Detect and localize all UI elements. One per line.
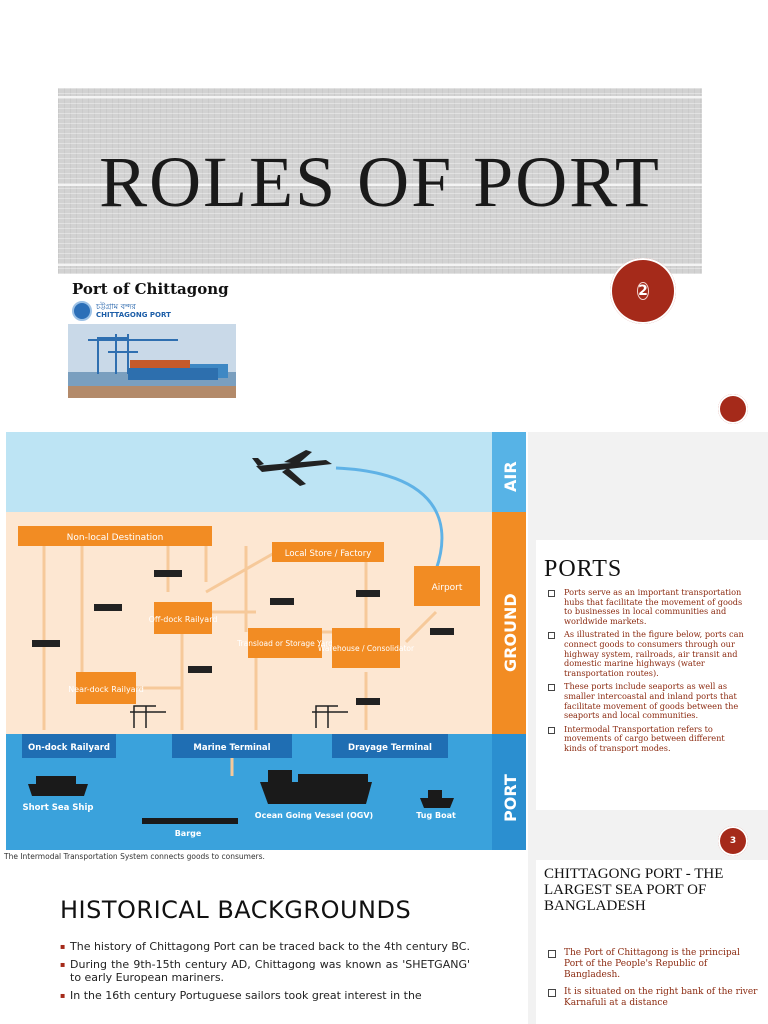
svg-text:Non-local Destination: Non-local Destination xyxy=(67,533,164,543)
logo-bangla-text: চট্টগ্রাম বন্দর xyxy=(96,302,136,311)
list-item: Ports serve as an important transportati… xyxy=(548,587,748,626)
svg-text:Near-dock Railyard: Near-dock Railyard xyxy=(68,685,144,694)
svg-text:Barge: Barge xyxy=(175,829,202,838)
historical-bullet-list: The history of Chittagong Port can be tr… xyxy=(60,940,470,1006)
list-item: During the 9th-15th century AD, Chittago… xyxy=(60,958,470,985)
node-on-dock: On-dock Railyard xyxy=(22,734,116,758)
list-item: The Port of Chittagong is the principal … xyxy=(548,948,758,981)
svg-text:Transload or Storage Yard: Transload or Storage Yard xyxy=(236,639,333,648)
node-local-store: Local Store / Factory xyxy=(272,542,384,562)
port-photo xyxy=(68,324,236,398)
chittagong-heading: CHITTAGONG PORT - THE LARGEST SEA PORT O… xyxy=(544,866,724,914)
intermodal-diagram: AIR GROUND PORT xyxy=(6,432,526,850)
svg-text:Tug Boat: Tug Boat xyxy=(416,811,456,820)
node-warehouse: Warehouse / Consolidator xyxy=(318,628,415,668)
svg-text:On-dock Railyard: On-dock Railyard xyxy=(28,743,110,753)
svg-text:Off-dock Railyard: Off-dock Railyard xyxy=(149,615,218,624)
svg-text:Drayage Terminal: Drayage Terminal xyxy=(348,743,432,753)
svg-text:Short Sea Ship: Short Sea Ship xyxy=(23,803,94,813)
slide-title: ROLES OF PORT xyxy=(99,142,661,222)
ports-bullet-list: Ports serve as an important transportati… xyxy=(548,587,748,758)
svg-text:Warehouse / Consolidator: Warehouse / Consolidator xyxy=(318,644,415,653)
svg-text:Ocean Going Vessel (OGV): Ocean Going Vessel (OGV) xyxy=(255,811,373,820)
slide-number-badge: 2 xyxy=(610,258,676,324)
logo-name-text: CHITTAGONG PORT xyxy=(96,311,171,319)
banner-divider xyxy=(58,184,702,186)
banner-divider xyxy=(58,264,702,266)
banner-divider xyxy=(58,96,702,98)
port-label: Port of Chittagong xyxy=(72,280,229,298)
airplane-icon xyxy=(252,450,332,486)
list-item: In the 16th century Portuguese sailors t… xyxy=(60,989,470,1003)
node-airport: Airport xyxy=(414,566,480,606)
slide-dot-icon xyxy=(718,394,748,424)
diagram-caption: The Intermodal Transportation System con… xyxy=(4,852,265,861)
band-ground: GROUND xyxy=(501,593,520,672)
chittagong-bullet-list: The Port of Chittagong is the principal … xyxy=(548,948,758,1015)
list-item: The history of Chittagong Port can be tr… xyxy=(60,940,470,954)
node-marine: Marine Terminal xyxy=(172,734,292,758)
slide-number-badge: 3 xyxy=(718,826,748,856)
ports-heading: PORTS xyxy=(544,556,623,582)
list-item: Intermodal Transportation refers to move… xyxy=(548,724,748,754)
svg-text:Airport: Airport xyxy=(432,583,463,593)
truck-icons xyxy=(32,570,454,705)
port-logo-icon xyxy=(72,301,92,321)
node-near-dock: Near-dock Railyard xyxy=(68,672,144,704)
ogv-icon xyxy=(260,770,372,804)
crane-icons xyxy=(130,705,348,728)
tug-boat-icon xyxy=(420,790,454,808)
svg-text:Marine Terminal: Marine Terminal xyxy=(193,743,270,753)
node-transload: Transload or Storage Yard xyxy=(236,628,333,658)
short-sea-ship-icon xyxy=(28,776,88,796)
band-air: AIR xyxy=(501,461,520,492)
chittagong-slide xyxy=(536,860,768,1024)
node-non-local: Non-local Destination xyxy=(18,526,212,546)
historical-heading: HISTORICAL BACKGROUNDS xyxy=(60,896,412,924)
barge-icon xyxy=(142,818,238,824)
slide-number: 2 xyxy=(637,282,649,300)
title-banner xyxy=(58,88,702,274)
svg-text:Local Store / Factory: Local Store / Factory xyxy=(285,549,372,559)
node-off-dock: Off-dock Railyard xyxy=(149,602,218,634)
list-item: It is situated on the right bank of the … xyxy=(548,987,758,1009)
node-drayage: Drayage Terminal xyxy=(332,734,448,758)
list-item: These ports include seaports as well as … xyxy=(548,681,748,720)
band-port: PORT xyxy=(501,774,520,822)
list-item: As illustrated in the figure below, port… xyxy=(548,630,748,678)
ports-slide xyxy=(536,540,768,810)
